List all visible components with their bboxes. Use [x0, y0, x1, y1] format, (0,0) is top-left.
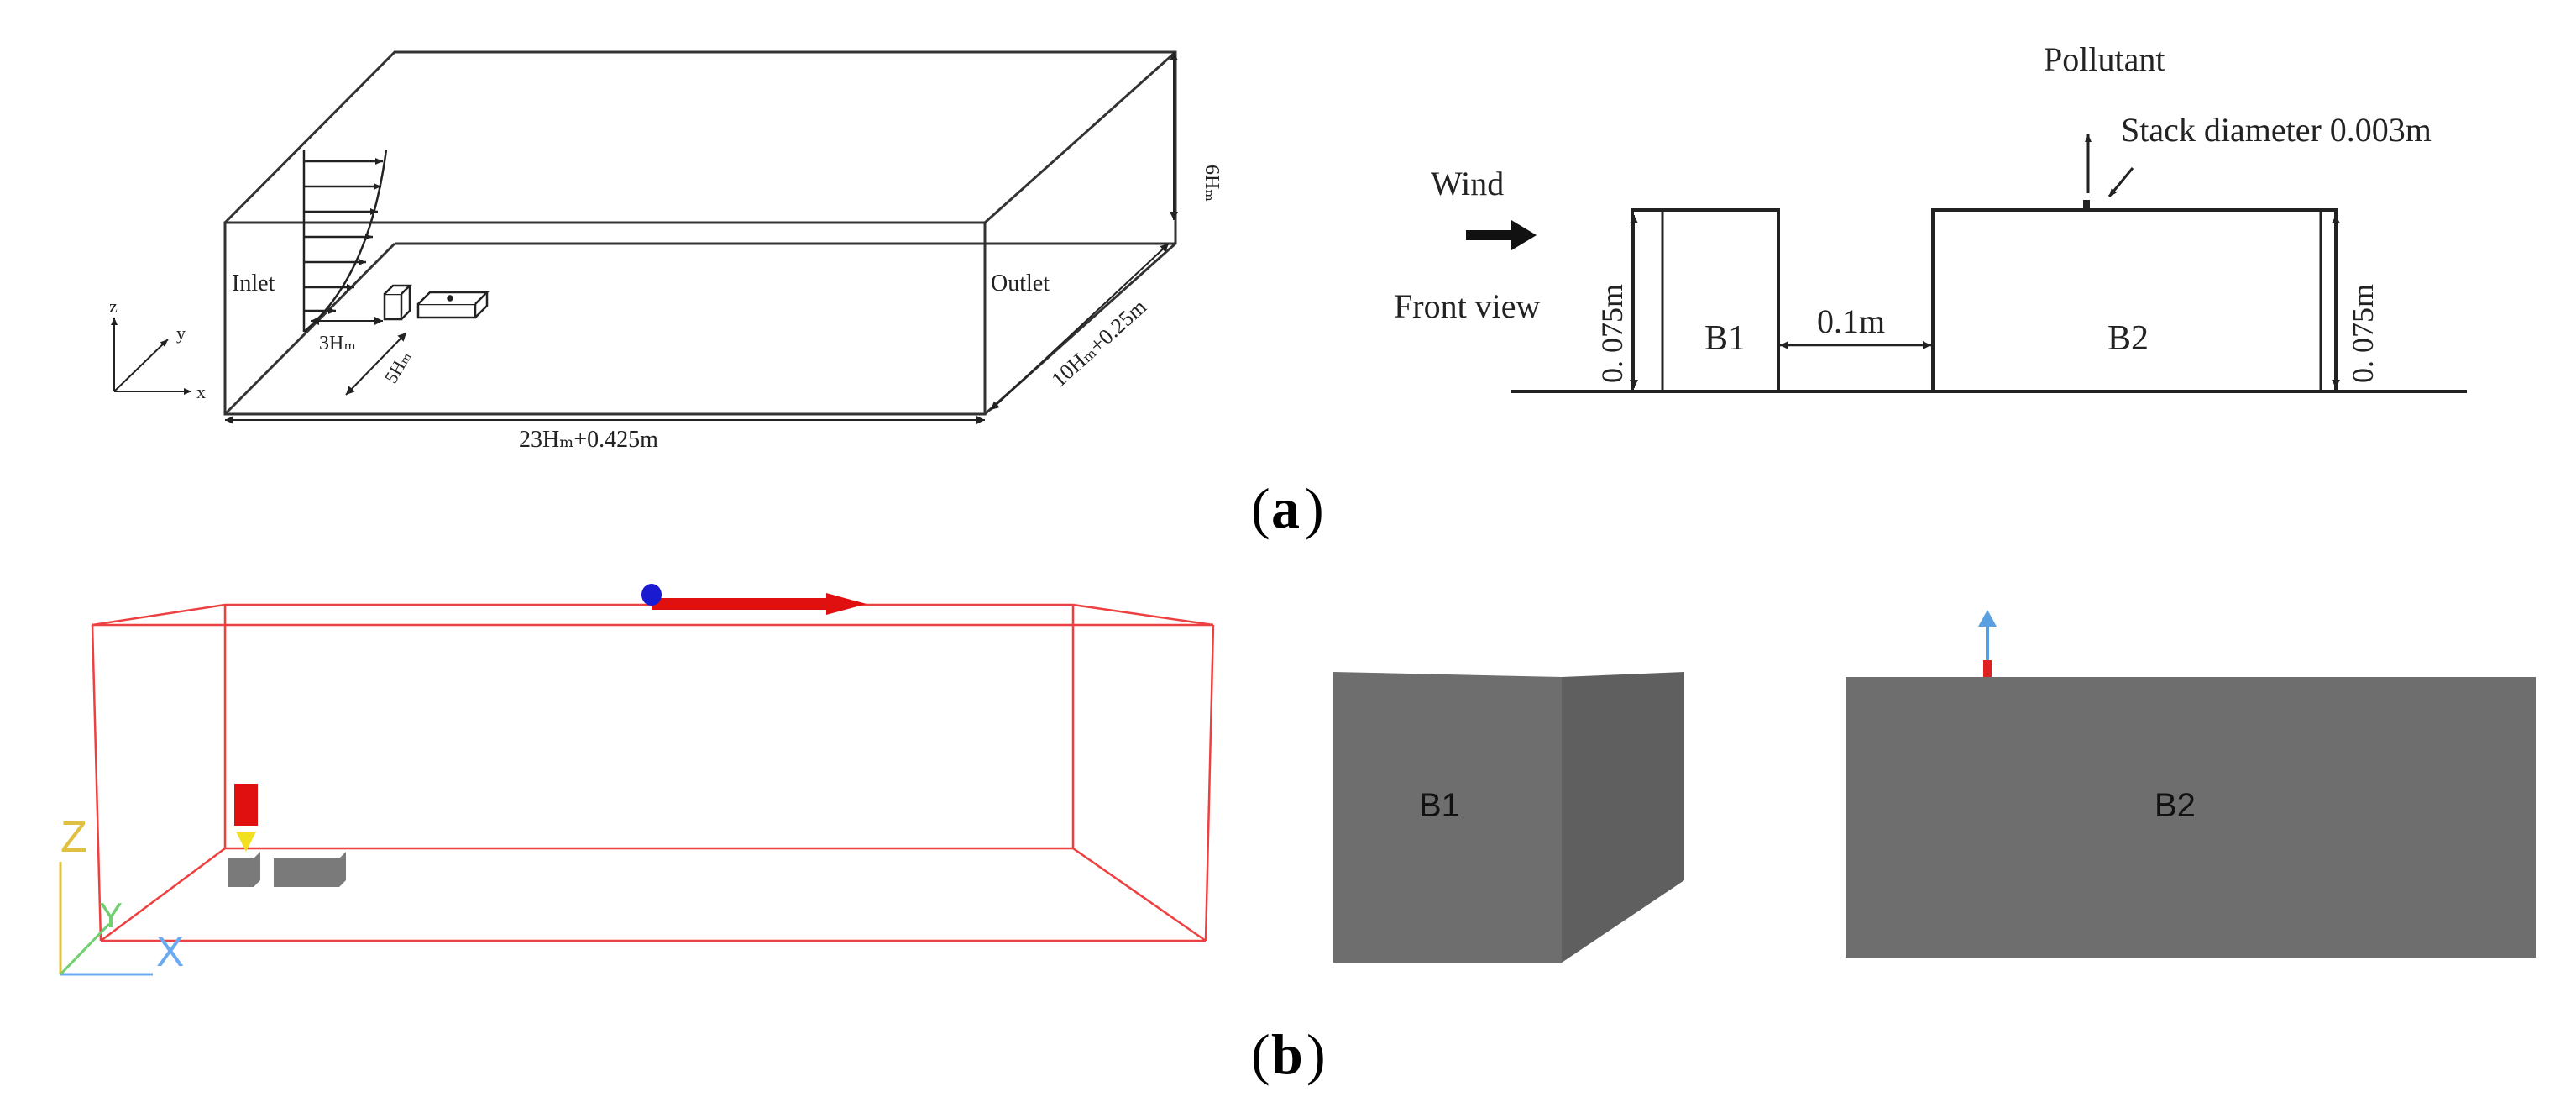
- height-label: 6Hₘ: [1201, 165, 1223, 202]
- svg-text:): ): [1306, 1022, 1326, 1086]
- height-left-label: 0. 075m: [1595, 284, 1629, 383]
- cfd-axis-z-label: Z: [60, 813, 87, 862]
- axes-triad: [111, 318, 191, 395]
- domain-front-face: [223, 221, 987, 416]
- stack-diameter-label: Stack diameter 0.003m: [2121, 111, 2432, 149]
- gap-label: 0.1m: [1817, 302, 1885, 340]
- pollutant-label: Pollutant: [2044, 40, 2165, 78]
- svg-text:(: (: [1251, 1022, 1270, 1086]
- domain-buildings: [383, 284, 490, 321]
- wind-label: Wind: [1431, 165, 1504, 202]
- front-view-label: Front view: [1394, 287, 1541, 325]
- svg-text:(: (: [1251, 476, 1270, 540]
- building-b2-outline: [1931, 208, 2338, 393]
- cfd-axes: [59, 862, 153, 976]
- stack-mark: [2083, 200, 2090, 210]
- caption-b: ( b ): [1251, 1022, 1326, 1086]
- domain-labels: Inlet Outlet 3Hₘ 5Hₘ 6Hₘ 10Hₘ+0.25m 23Hₘ…: [109, 165, 1223, 453]
- axis-z-label: z: [109, 296, 118, 317]
- svg-text:): ): [1305, 476, 1324, 540]
- cfd-inlet-source: [234, 784, 258, 852]
- outlet-label: Outlet: [991, 270, 1050, 297]
- building-b1-outline: [1631, 208, 1780, 393]
- length-label: 23Hₘ+0.425m: [519, 427, 658, 453]
- domain-back-edges: [223, 50, 1177, 224]
- b2-label: B2: [2107, 319, 2149, 358]
- cfd-axis-y-label: Y: [99, 895, 123, 935]
- rendered-stack: [1978, 610, 1997, 677]
- rendered-building-b1: [1333, 672, 1684, 963]
- b1-label: B1: [1704, 319, 1746, 358]
- front-view-diagram: [1511, 208, 2467, 393]
- cfd-buildings: [228, 852, 346, 887]
- origin-marker: [641, 584, 662, 606]
- height-right-label: 0. 075m: [2346, 284, 2380, 383]
- spacing-x-label: 3Hₘ: [319, 333, 356, 354]
- wind-arrow: [1466, 220, 1537, 250]
- caption-b-letter: b: [1271, 1022, 1303, 1086]
- spacing-y-label: 5Hₘ: [380, 347, 416, 386]
- inlet-velocity-profile: [302, 149, 388, 333]
- caption-a-letter: a: [1271, 476, 1300, 540]
- axis-x-label: x: [196, 381, 206, 402]
- front-view-arrows: [1630, 134, 2340, 388]
- front-view-labels: Pollutant Stack diameter 0.003m Wind Fro…: [1394, 40, 2432, 383]
- cfd-wind-direction: [641, 584, 867, 615]
- axis-y-label: y: [176, 323, 186, 344]
- cfd-axis-x-label: X: [156, 928, 184, 975]
- rendered-b1-label: B1: [1419, 787, 1460, 824]
- caption-a: ( a ): [1251, 476, 1324, 540]
- inlet-label: Inlet: [232, 270, 275, 297]
- rendered-b2-label: B2: [2155, 787, 2196, 824]
- rendered-building-b2: [1846, 677, 2536, 958]
- domain-dimensions: [225, 52, 1178, 424]
- cfd-domain-rendering: [91, 603, 1215, 942]
